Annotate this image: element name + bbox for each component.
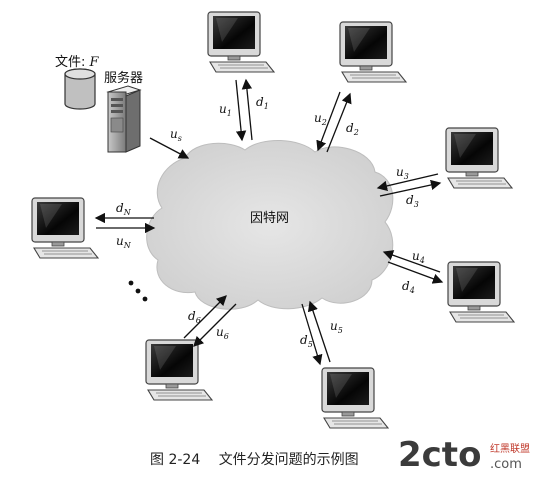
internet-label: 因特网 [250, 211, 289, 226]
peer-n-computer [31, 197, 99, 259]
peer-5-upload: u5 [330, 319, 343, 335]
watermark-logo: 2cto 红黑联盟 .com [398, 435, 530, 475]
peer-3-computer [445, 127, 513, 189]
watermark-suffix: .com [490, 457, 522, 472]
peer-6-download: d6 [188, 309, 201, 325]
internet-cloud [146, 139, 394, 310]
server-upload-label: us [170, 127, 182, 143]
server-label: 服务器 [104, 70, 143, 86]
file-icon [64, 68, 96, 110]
peer-n-upload: uN [116, 234, 132, 250]
peer-n-download: dN [116, 201, 132, 217]
peer-3-download: d3 [406, 193, 419, 209]
peer-2-computer [339, 21, 407, 83]
peer-4-computer [447, 261, 515, 323]
file-label: 文件: F [55, 55, 100, 70]
ellipsis-dots [128, 280, 148, 302]
peer-4-upload: u4 [412, 249, 425, 265]
peer-6-upload: u6 [216, 325, 229, 341]
watermark-logo-text: 2cto [398, 435, 481, 475]
peer-1-computer [207, 11, 275, 73]
peer-1-upload: u1 [219, 102, 232, 118]
peer-2-upload: u2 [314, 111, 327, 127]
peer-6-computer [145, 339, 213, 401]
watermark-sub: 红黑联盟 [490, 442, 530, 455]
server-icon [106, 85, 142, 153]
caption-text: 文件分发问题的示例图 [218, 452, 359, 468]
peer-1-download: d1 [256, 95, 269, 111]
peer-4-download: d4 [402, 279, 415, 295]
peer-2-download: d2 [346, 121, 359, 137]
figure-caption: 图 2-24 文件分发问题的示例图 [150, 449, 373, 469]
caption-number: 图 2-24 [150, 452, 201, 468]
peer-5-computer [321, 367, 389, 429]
peer-3-upload: u3 [396, 165, 409, 181]
